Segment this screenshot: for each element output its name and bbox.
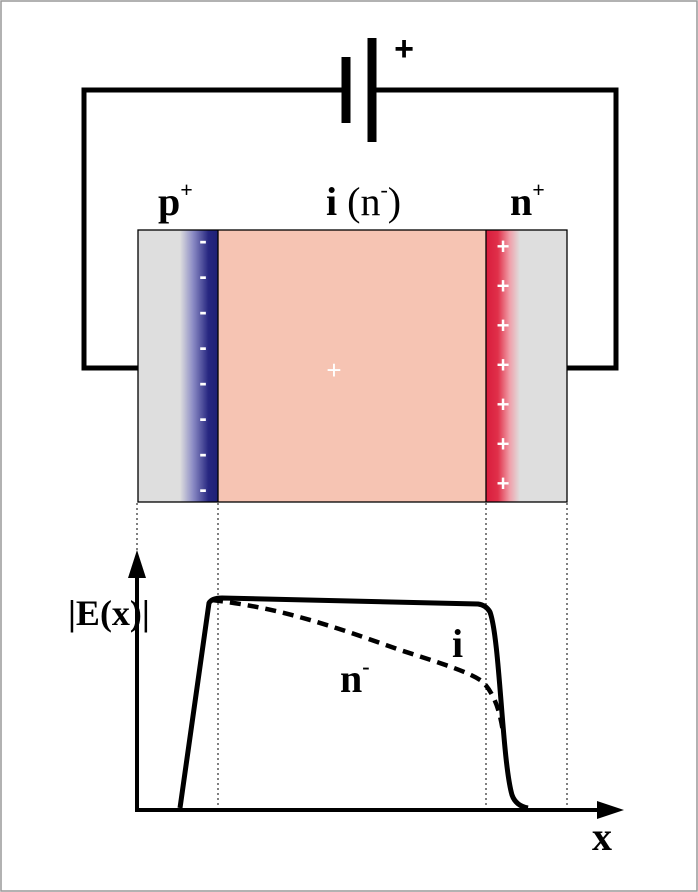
negative-charge-sign: -	[199, 406, 206, 431]
positive-charges: + + + + + + +	[497, 234, 510, 496]
positive-charge-sign: +	[497, 313, 510, 338]
positive-charge-sign: +	[497, 392, 510, 417]
wire-left	[81, 87, 346, 371]
circuit-wires	[81, 87, 619, 371]
field-curve-n-minus	[211, 597, 506, 733]
negative-charge-sign: -	[199, 441, 206, 466]
region-label-i: i (n-)	[326, 177, 401, 224]
intrinsic-region	[218, 230, 486, 502]
y-axis-arrow	[128, 550, 146, 578]
negative-depletion-layer	[180, 230, 218, 502]
battery: +	[341, 30, 414, 142]
positive-depletion-layer	[486, 230, 520, 502]
diode-body	[137, 229, 568, 503]
negative-charge-sign: -	[199, 264, 206, 289]
positive-charge-sign: +	[497, 471, 510, 496]
battery-polarity-label: +	[394, 30, 414, 68]
region-label-p: p+	[158, 177, 193, 224]
field-curve-i	[177, 595, 529, 811]
x-axis-arrow	[597, 801, 624, 819]
curve-label-n-minus: n-	[340, 654, 370, 701]
negative-charge-sign: -	[199, 477, 206, 502]
positive-charge-sign: +	[497, 353, 510, 378]
intrinsic-center-charge: +	[326, 355, 341, 385]
negative-charge-sign: -	[199, 299, 206, 324]
diode-outline	[137, 229, 568, 503]
negative-charge-sign: -	[199, 228, 206, 253]
p-contact-region	[138, 230, 182, 502]
wire-right	[372, 87, 619, 371]
negative-charges: - - - - - - - -	[199, 228, 206, 502]
y-axis-label: |E(x)|	[68, 593, 150, 633]
positive-charge-sign: +	[497, 432, 510, 457]
positive-charge-sign: +	[497, 234, 510, 259]
curve-label-i: i	[452, 621, 463, 666]
plot-axes	[128, 550, 624, 819]
n-contact-region	[520, 230, 567, 502]
region-label-n: n+	[510, 177, 545, 224]
negative-charge-sign: -	[199, 335, 206, 360]
negative-charge-sign: -	[199, 370, 206, 395]
positive-charge-sign: +	[497, 274, 510, 299]
x-axis-label: x	[592, 814, 612, 859]
